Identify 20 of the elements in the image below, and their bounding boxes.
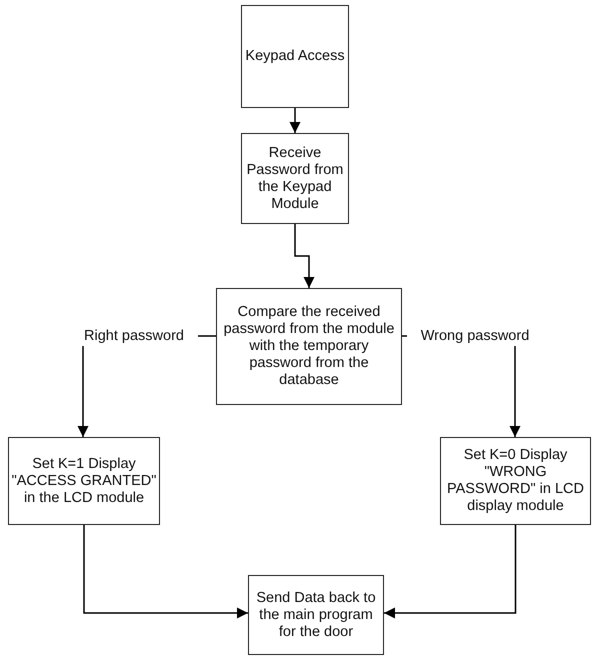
process-box <box>216 288 402 405</box>
process-box <box>248 575 384 655</box>
arrow <box>510 346 520 437</box>
arrow <box>384 525 516 618</box>
connector-line <box>402 335 407 337</box>
box-text: Set K=1 Display "ACCESS GRANTED" in the LCD module <box>11 456 157 506</box>
box-text: Compare the received password from the module with the temporary password from the database <box>222 304 396 389</box>
box-text: Send Data back to the main program for the door <box>255 590 377 640</box>
connector-line <box>198 335 216 337</box>
box-text: Set K=0 Display "WRONG PASSWORD" in LCD display module <box>446 447 585 515</box>
process-box <box>241 133 349 224</box>
box-text: Keypad Access <box>245 48 345 65</box>
arrow <box>83 525 248 618</box>
process-box <box>8 437 160 525</box>
arrow <box>78 346 88 437</box>
process-box <box>440 437 591 525</box>
arrow <box>294 224 314 288</box>
box-text: Receive Password from the Keypad Module <box>246 144 344 212</box>
arrow <box>290 108 300 133</box>
process-box <box>241 5 349 108</box>
